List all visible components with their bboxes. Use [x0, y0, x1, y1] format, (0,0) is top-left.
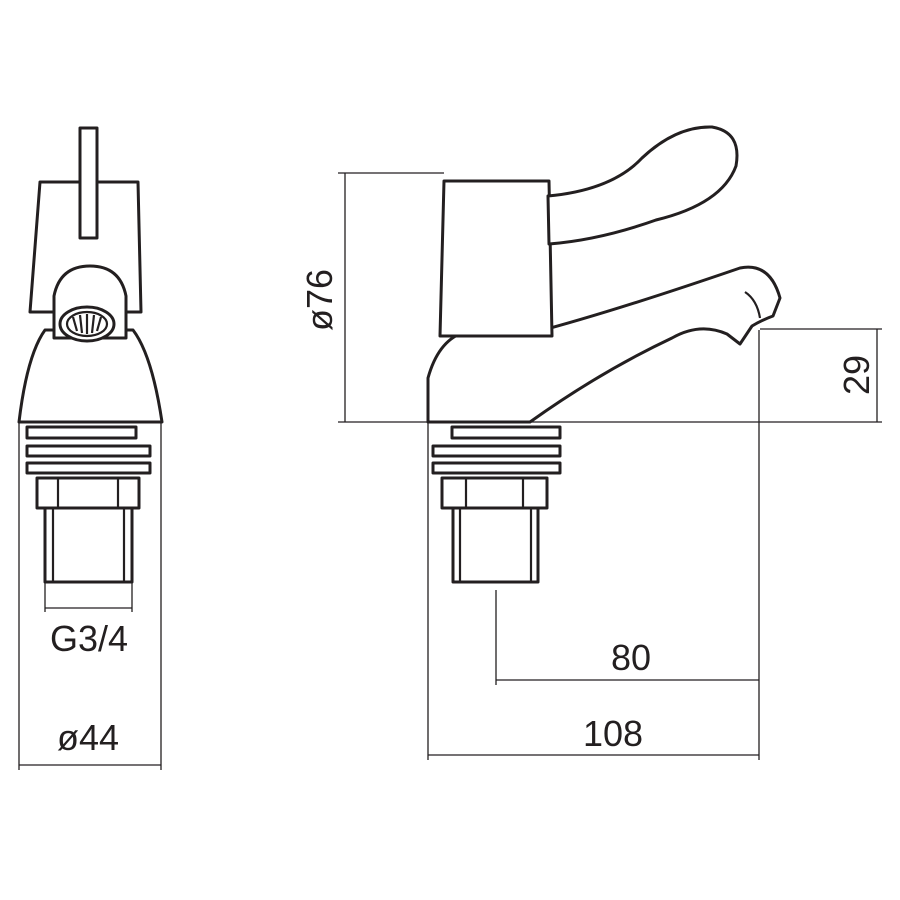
front-flange [25, 425, 138, 440]
body-diameter-label: ø76 [299, 269, 340, 331]
side-tail [451, 506, 540, 584]
side-washer-top [431, 444, 562, 458]
side-view [426, 125, 782, 584]
front-body [17, 328, 164, 424]
side-nut [440, 476, 549, 510]
side-lever [546, 125, 739, 246]
spout-reach-label: 80 [611, 637, 651, 678]
side-flange [450, 425, 562, 440]
overall-length-label: 108 [583, 713, 643, 754]
aerator-icon [58, 305, 116, 343]
front-washer-bottom [25, 461, 152, 475]
front-tail [43, 506, 134, 584]
side-head [438, 179, 554, 338]
front-view [17, 126, 164, 584]
front-lever [78, 126, 99, 240]
side-washer-bottom [431, 461, 562, 475]
spout-height-label: 29 [836, 355, 877, 395]
side-dimensions [338, 172, 882, 760]
thread-label: G3/4 [50, 618, 128, 659]
front-washer-top [25, 444, 152, 458]
front-nut [35, 476, 141, 510]
front-dimensions [18, 422, 162, 770]
base-diameter-label: ø44 [57, 717, 119, 758]
